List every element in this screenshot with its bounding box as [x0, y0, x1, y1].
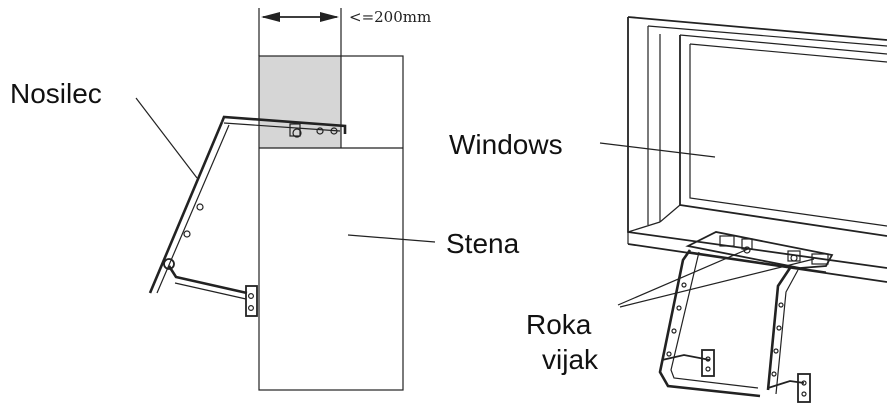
screw-leader-1	[617, 248, 749, 306]
side-view: <=200mm	[10, 8, 520, 391]
screw-label-line2: vijak	[542, 344, 599, 375]
bracket-label: Nosilec	[10, 78, 102, 109]
dimension-arrow	[258, 8, 342, 56]
screw-leader-2	[619, 258, 815, 308]
wall-label: Stena	[446, 228, 520, 259]
perspective-view: Windows Roka vijak	[449, 16, 887, 403]
wall	[258, 55, 404, 391]
side-bracket	[148, 115, 347, 317]
wall-leader	[347, 234, 436, 243]
window-leader	[599, 142, 716, 158]
dimension-label: <=200mm	[349, 8, 431, 26]
bracket-leader	[135, 97, 198, 179]
screw-label-line1: Roka	[526, 309, 592, 340]
window-frame	[627, 16, 887, 283]
window-label: Windows	[449, 129, 563, 160]
